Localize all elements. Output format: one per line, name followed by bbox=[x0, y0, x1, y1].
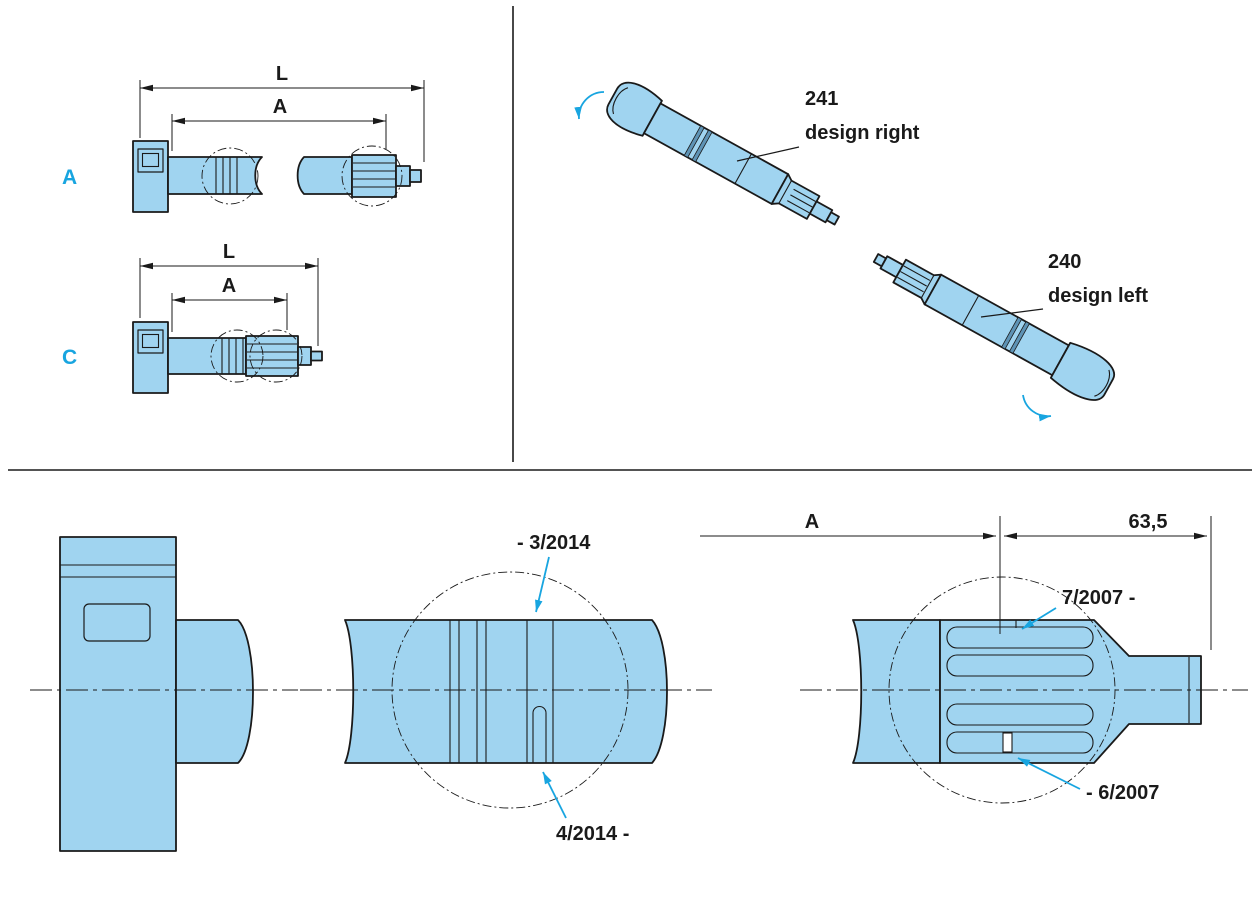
dimension-63-5: 63,5 bbox=[1004, 511, 1212, 650]
spline-groove-2 bbox=[946, 654, 1094, 677]
note-6-2007: - 6/2007 bbox=[1086, 782, 1159, 804]
part-number-240: 240 bbox=[1048, 251, 1081, 273]
dim-a-label: A bbox=[805, 511, 819, 533]
leader-3-2014 bbox=[535, 556, 550, 613]
view-c-dim-l-label: L bbox=[223, 241, 235, 263]
spline-notch bbox=[1002, 732, 1013, 753]
view-a-detail-circle-left bbox=[201, 147, 259, 205]
view-c-flange bbox=[132, 321, 169, 394]
view-a-detail-circle-right bbox=[341, 145, 403, 207]
note-7-2007: 7/2007 - bbox=[1062, 587, 1135, 609]
view-a-dim-a-label: A bbox=[273, 96, 287, 118]
spline-groove-1 bbox=[946, 626, 1094, 649]
callout-241: 241 design right bbox=[736, 88, 920, 162]
view-a: A L A bbox=[62, 63, 425, 213]
view-c-detail-circle-left bbox=[210, 329, 264, 383]
note-3-2014: - 3/2014 bbox=[517, 532, 591, 554]
leader-line-240 bbox=[980, 308, 1044, 318]
callout-240: 240 design left bbox=[980, 251, 1148, 318]
leader-4-2014 bbox=[542, 771, 567, 819]
lubrication-slot bbox=[532, 705, 547, 763]
part-label-design-right: design right bbox=[805, 122, 920, 144]
spline-groove-3 bbox=[946, 703, 1094, 726]
part-label-design-left: design left bbox=[1048, 285, 1148, 307]
leader-6-2007 bbox=[1017, 757, 1081, 790]
view-a-dimension-a: A bbox=[171, 96, 387, 151]
view-c-dim-a-label: A bbox=[222, 275, 236, 297]
spline-groove-4 bbox=[946, 731, 1094, 754]
shaft-groove-detail-view: - 3/2014 4/2014 - bbox=[300, 532, 712, 845]
view-a-flange bbox=[132, 140, 169, 213]
view-c: C L A bbox=[62, 241, 323, 394]
flange-side-view bbox=[30, 536, 298, 852]
view-a-shaft bbox=[167, 154, 422, 198]
view-c-shaft bbox=[167, 335, 323, 377]
part-number-241: 241 bbox=[805, 88, 838, 110]
view-c-dimension-a: A bbox=[171, 275, 288, 332]
view-c-detail-circle-right bbox=[249, 329, 303, 383]
leader-7-2007 bbox=[1021, 607, 1057, 630]
view-a-dim-l-label: L bbox=[276, 63, 288, 85]
dim-63-5-label: 63,5 bbox=[1129, 511, 1168, 533]
rotation-arrow-right bbox=[574, 91, 605, 120]
view-a-label: A bbox=[62, 166, 77, 189]
groove-detail-circle bbox=[391, 571, 629, 809]
iso-shaft-design-right bbox=[606, 81, 840, 226]
spline-end-view: A 63,5 7/2007 - - 6/2007 bbox=[700, 511, 1248, 804]
rotation-arrow-left bbox=[1022, 394, 1052, 422]
spline-detail-circle bbox=[888, 576, 1116, 804]
note-4-2014: 4/2014 - bbox=[556, 823, 629, 845]
view-c-label: C bbox=[62, 346, 77, 369]
view-c-dimension-l: L bbox=[139, 241, 319, 346]
view-a-dimension-l: L bbox=[139, 63, 425, 162]
iso-shaft-design-left bbox=[872, 253, 1116, 401]
dimension-a-bottom: A bbox=[700, 511, 1001, 634]
leader-line-241 bbox=[736, 146, 800, 162]
